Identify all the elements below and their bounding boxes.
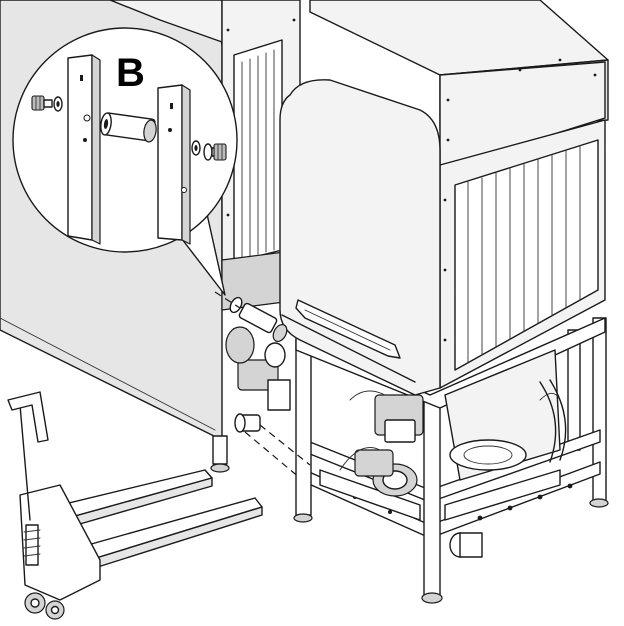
mounted-spacer xyxy=(229,296,288,343)
detail-left-bar xyxy=(67,54,101,245)
bolt-icon xyxy=(191,140,227,161)
left-machine-vents xyxy=(241,49,275,259)
callout-label-b: B xyxy=(116,51,145,95)
pallet-truck-icon xyxy=(7,391,263,620)
detail-callout-b: B xyxy=(12,27,238,296)
alignment-lines xyxy=(214,291,311,479)
pump-and-piping xyxy=(225,326,567,558)
main-machine-hood xyxy=(279,0,609,396)
spacer-tube-icon xyxy=(100,112,157,143)
hood-vents xyxy=(467,145,581,363)
bolt-icon xyxy=(31,95,63,112)
detail-right-bar xyxy=(157,84,191,245)
